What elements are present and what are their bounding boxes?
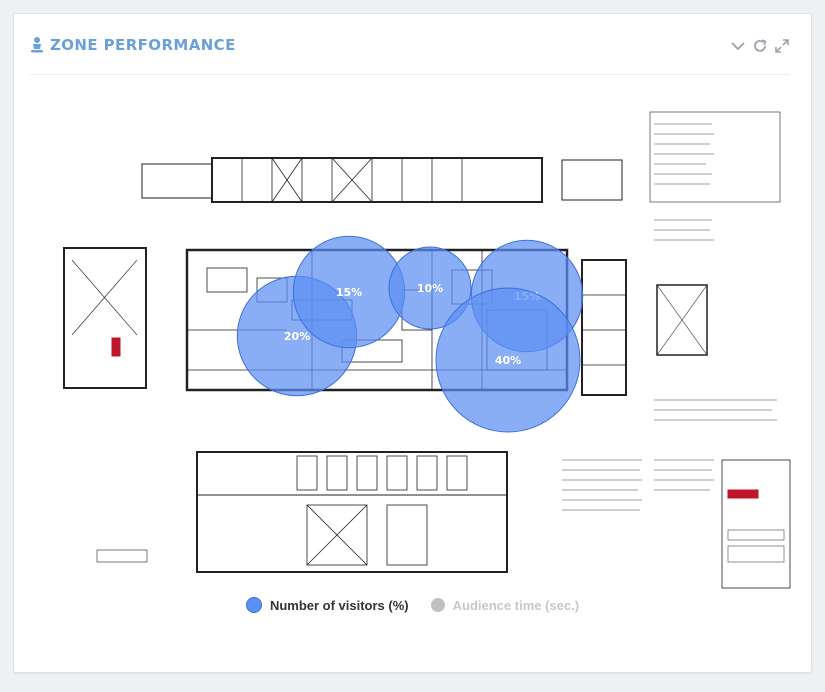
refresh-icon[interactable]	[752, 38, 768, 54]
legend-dot-audience-time	[430, 598, 445, 612]
zone-bubble-5[interactable]	[435, 287, 581, 433]
floor-plan: 20%15%10%15%40%	[63, 111, 791, 589]
zone-bubble-label-1: 20%	[284, 330, 310, 343]
legend-label-visitors: Number of visitors (%)	[269, 597, 409, 613]
legend-label-audience-time: Audience time (sec.)	[452, 597, 580, 613]
widget-title: ZONE PERFORMANCE	[50, 36, 236, 54]
chevron-down-icon[interactable]	[730, 38, 746, 54]
legend-item-visitors[interactable]: Number of visitors (%)	[245, 597, 409, 613]
chart-legend: Number of visitors (%) Audience time (se…	[14, 594, 811, 616]
widget-tools	[730, 38, 790, 54]
title-wrap: ZONE PERFORMANCE	[30, 36, 236, 54]
visitor-bubbles: 20%15%10%15%40%	[236, 235, 584, 433]
zone-bubble-label-5: 40%	[495, 354, 521, 367]
user-pin-icon	[31, 37, 43, 53]
header-divider	[30, 74, 790, 75]
zone-bubble-label-2: 15%	[336, 286, 362, 299]
zone-bubble-label-3: 10%	[417, 282, 443, 295]
legend-item-audience-time[interactable]: Audience time (sec.)	[430, 597, 580, 613]
floor-plan-drawing	[63, 111, 791, 589]
floor-plan-area: 20%15%10%15%40%	[42, 100, 794, 600]
widget-header: ZONE PERFORMANCE	[30, 36, 790, 64]
expand-icon[interactable]	[774, 38, 790, 54]
zone-performance-widget: ZONE PERFORMANCE	[13, 13, 812, 673]
legend-dot-visitors	[245, 597, 262, 613]
zone-bubble-3[interactable]	[388, 246, 472, 330]
